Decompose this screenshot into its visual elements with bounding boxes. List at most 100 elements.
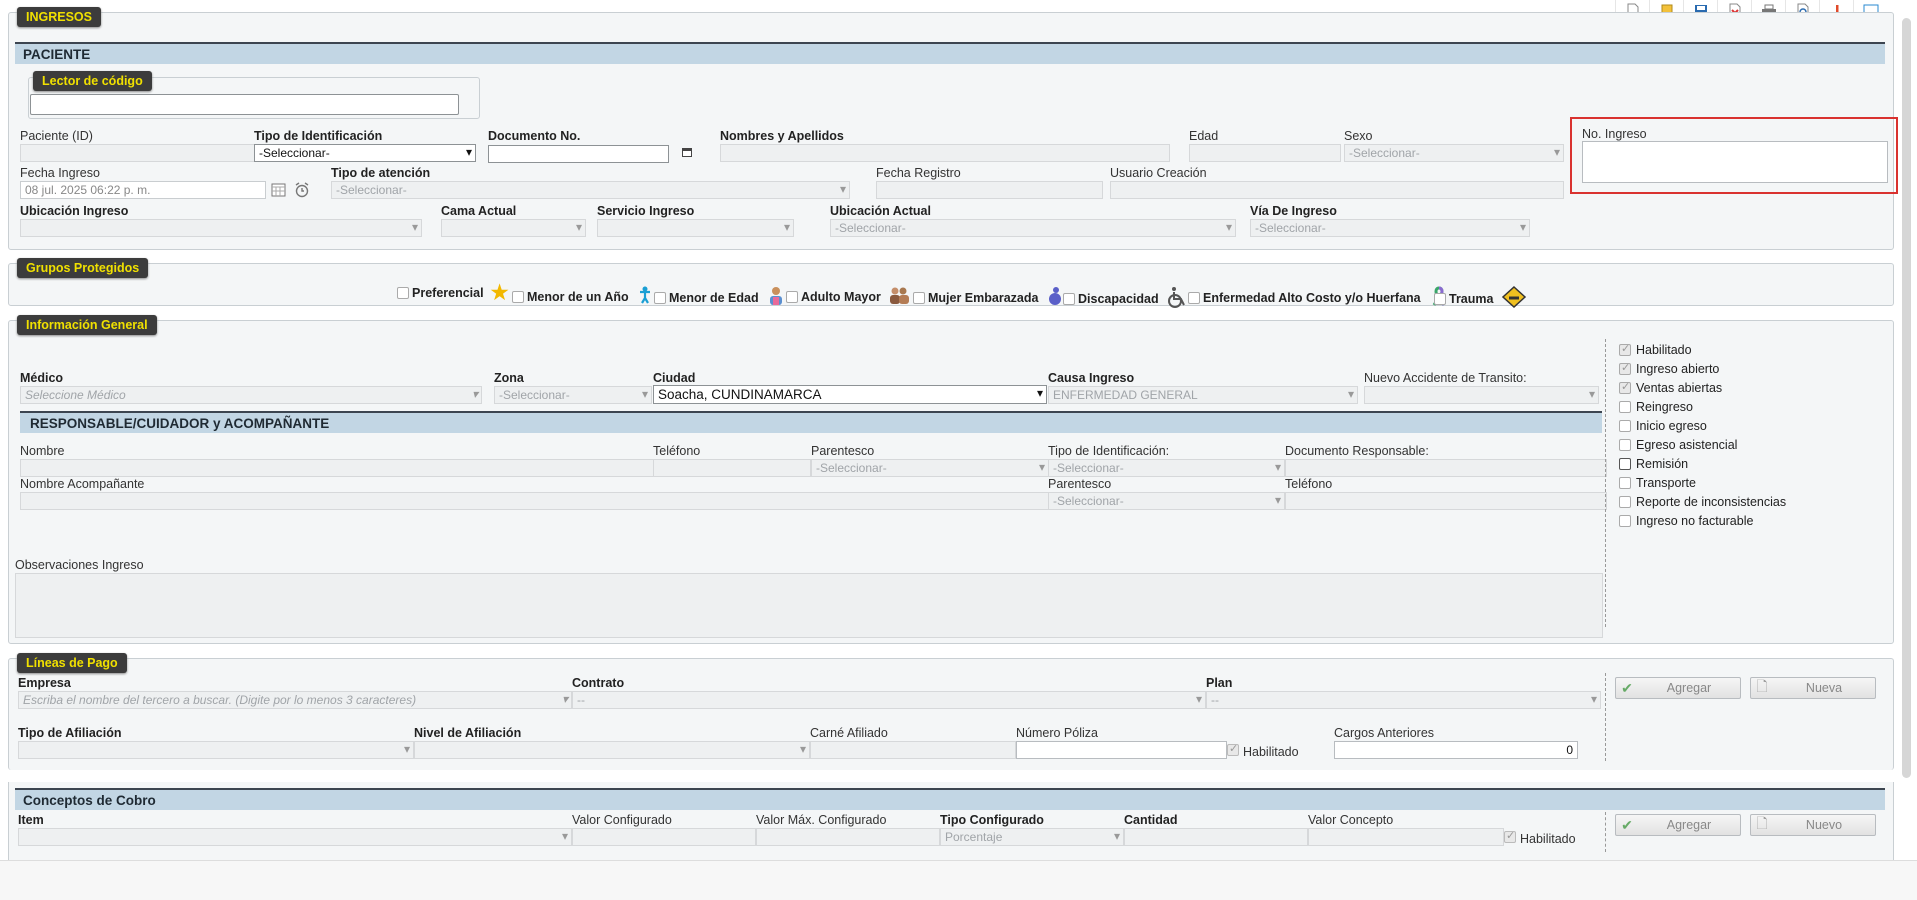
empresa-label: Empresa (18, 676, 71, 690)
contrato-select[interactable]: -- (572, 691, 1206, 709)
flag-label: Ingreso no facturable (1636, 514, 1754, 528)
nueva-pago-button[interactable]: 🗋Nueva (1750, 677, 1876, 699)
enfermedad-alto-costo-checkbox[interactable]: Enfermedad Alto Costo y/o Huerfana (1188, 286, 1448, 309)
fecha-ingreso-input[interactable]: 08 jul. 2025 06:22 p. m. (20, 181, 266, 199)
tipo-afiliacion-select[interactable] (18, 741, 414, 759)
flag-7-checkbox[interactable]: Transporte (1619, 476, 1696, 490)
tipo-id-select[interactable]: -Seleccionar- (254, 144, 476, 162)
tipo-atencion-label: Tipo de atención (331, 166, 431, 180)
acompanante-parentesco-select[interactable]: -Seleccionar- (1048, 492, 1285, 510)
flag-checkbox-box[interactable] (1619, 458, 1631, 470)
poliza-habilitado-checkbox[interactable] (1227, 742, 1239, 756)
servicio-ingreso-select[interactable] (597, 219, 794, 237)
flag-1-checkbox[interactable]: ✓Ingreso abierto (1619, 362, 1719, 376)
causa-ingreso-select[interactable]: ENFERMEDAD GENERAL (1048, 386, 1358, 404)
cama-actual-select[interactable] (441, 219, 586, 237)
calendar-icon[interactable] (271, 183, 286, 200)
ciudad-select[interactable]: Soacha, CUNDINAMARCA (653, 385, 1047, 404)
item-label: Item (18, 813, 44, 827)
star-icon: ★ (490, 282, 509, 304)
alarm-clock-icon[interactable] (294, 182, 310, 201)
edad-label: Edad (1189, 129, 1219, 143)
cargos-anteriores-input[interactable]: 0 (1334, 741, 1578, 759)
no-ingreso-input[interactable] (1582, 141, 1888, 183)
carne-afiliado-field[interactable] (810, 741, 1016, 759)
trauma-checkbox[interactable]: Trauma (1434, 285, 1527, 311)
acompanante-telefono-field[interactable] (1285, 492, 1607, 510)
flag-checkbox-box[interactable]: ✓ (1619, 343, 1631, 356)
valor-concepto-field (1308, 828, 1504, 846)
flag-9-checkbox[interactable]: Ingreso no facturable (1619, 514, 1753, 528)
lector-codigo-input[interactable] (30, 94, 459, 115)
fecha-ingreso-label: Fecha Ingreso (20, 166, 100, 180)
carne-afiliado-label: Carné Afiliado (810, 726, 888, 740)
responsable-tipo-id-select[interactable]: -Seleccionar- (1048, 459, 1285, 477)
calendar-search-icon[interactable] (681, 146, 693, 161)
documento-responsable-label: Documento Responsable: (1285, 444, 1429, 458)
responsable-parentesco-select[interactable]: -Seleccionar- (811, 459, 1049, 477)
flag-8-checkbox[interactable]: Reporte de inconsistencias (1619, 495, 1786, 509)
nuevo-concepto-button[interactable]: 🗋Nuevo (1750, 814, 1876, 836)
flag-checkbox-box[interactable] (1619, 401, 1631, 413)
flag-0-checkbox[interactable]: ✓Habilitado (1619, 343, 1692, 357)
responsable-parentesco-label: Parentesco (811, 444, 875, 458)
flag-checkbox-box[interactable] (1619, 515, 1631, 527)
cantidad-field[interactable] (1124, 828, 1308, 846)
nombre-acompanante-field[interactable] (20, 492, 1049, 510)
plan-select[interactable]: -- (1206, 691, 1601, 709)
valor-max-label: Valor Máx. Configurado (756, 813, 887, 827)
flag-5-checkbox[interactable]: Egreso asistencial (1619, 438, 1737, 452)
servicio-ingreso-label: Servicio Ingreso (597, 204, 695, 218)
medico-select[interactable]: Seleccione Médico (20, 386, 482, 404)
flag-checkbox-box[interactable]: ✓ (1619, 381, 1631, 394)
concepto-habilitado-checkbox[interactable] (1504, 829, 1516, 843)
zona-select[interactable]: -Seleccionar- (494, 386, 652, 404)
responsable-nombre-field[interactable] (20, 459, 654, 477)
check-icon: ✔ (1621, 679, 1633, 696)
tipo-configurado-label: Tipo Configurado (940, 813, 1044, 827)
adulto-mayor-checkbox[interactable]: Adulto Mayor (786, 286, 910, 307)
flag-label: Egreso asistencial (1636, 438, 1738, 452)
preferencial-checkbox[interactable]: Preferencial★ (397, 282, 509, 304)
vertical-scrollbar[interactable] (1902, 18, 1911, 778)
flag-checkbox-box[interactable]: ✓ (1619, 362, 1631, 375)
flag-checkbox-box[interactable] (1619, 477, 1631, 489)
numero-poliza-input[interactable] (1016, 741, 1227, 759)
lineas-pago-panel: Líneas de Pago Empresa Escriba el nombre… (8, 653, 1894, 770)
tipo-configurado-select[interactable]: Porcentaje (940, 828, 1124, 846)
tipo-id-label: Tipo de Identificación (254, 129, 383, 143)
responsable-tipo-id-label: Tipo de Identificación: (1048, 444, 1170, 458)
agregar-pago-button[interactable]: ✔Agregar (1615, 677, 1741, 699)
documento-input[interactable] (488, 145, 669, 163)
documento-responsable-field[interactable] (1285, 459, 1607, 477)
discapacidad-checkbox[interactable]: Discapacidad (1063, 286, 1188, 311)
via-ingreso-select[interactable]: -Seleccionar- (1250, 219, 1530, 237)
medico-label: Médico (20, 371, 64, 385)
flag-2-checkbox[interactable]: ✓Ventas abiertas (1619, 381, 1722, 395)
flag-checkbox-box[interactable] (1619, 439, 1631, 451)
flag-checkbox-box[interactable] (1619, 420, 1631, 432)
nivel-afiliacion-select[interactable] (414, 741, 810, 759)
menor-edad-checkbox[interactable]: Menor de Edad (654, 286, 784, 309)
menor-un-ano-checkbox[interactable]: Menor de un Año (512, 286, 652, 307)
empresa-search-input[interactable]: Escriba el nombre del tercero a buscar. … (18, 691, 572, 709)
conceptos-actions-divider (1605, 812, 1606, 852)
accidente-transito-select[interactable] (1364, 386, 1599, 404)
item-select[interactable] (18, 828, 572, 846)
tipo-atencion-select[interactable]: -Seleccionar- (331, 181, 850, 199)
flag-3-checkbox[interactable]: Reingreso (1619, 400, 1693, 414)
flag-6-checkbox[interactable]: Remisión (1619, 457, 1688, 471)
ubicacion-ingreso-select[interactable] (20, 219, 422, 237)
observaciones-textarea[interactable] (15, 573, 1603, 638)
flag-label: Reingreso (1636, 400, 1693, 414)
flag-checkbox-box[interactable] (1619, 496, 1631, 508)
flag-4-checkbox[interactable]: Inicio egreso (1619, 419, 1707, 433)
ubicacion-actual-select[interactable]: -Seleccionar- (830, 219, 1236, 237)
observaciones-label: Observaciones Ingreso (15, 558, 144, 572)
agregar-concepto-button[interactable]: ✔Agregar (1615, 814, 1741, 836)
cama-actual-label: Cama Actual (441, 204, 517, 218)
sexo-select[interactable]: -Seleccionar- (1344, 144, 1564, 162)
responsable-telefono-field[interactable] (653, 459, 811, 477)
mujer-embarazada-checkbox[interactable]: Mujer Embarazada (913, 286, 1063, 309)
responsable-nombre-label: Nombre (20, 444, 65, 458)
